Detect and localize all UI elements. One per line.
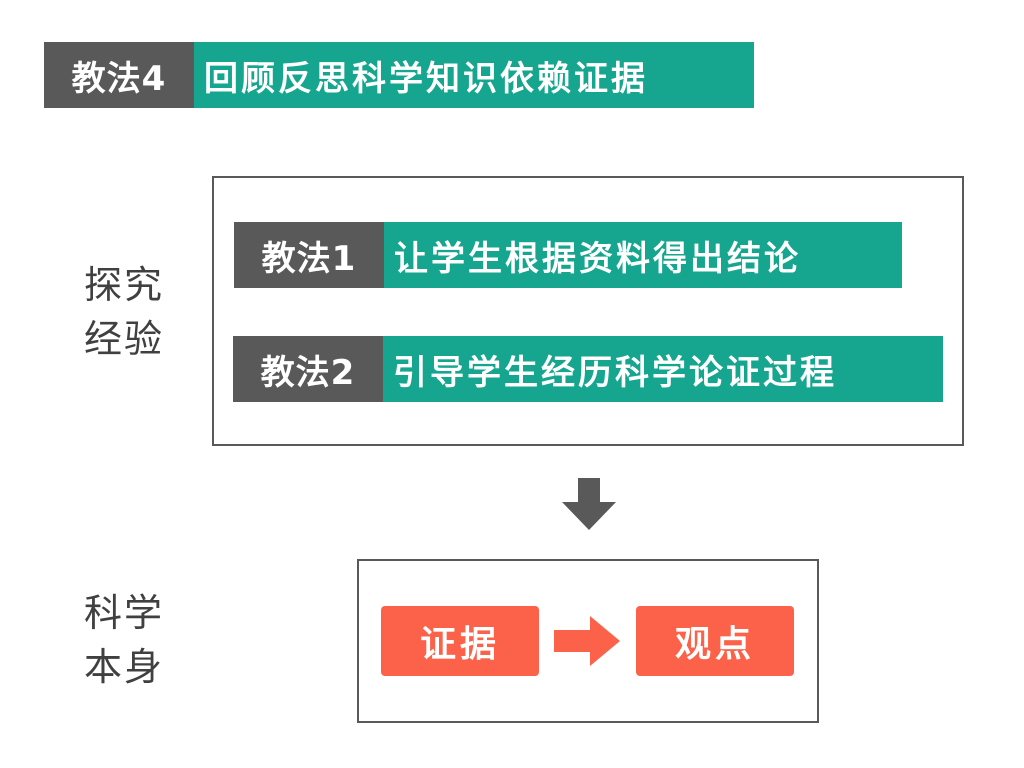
method-2-tag: 教法2 [233, 336, 383, 402]
method-4-tag: 教法4 [44, 42, 194, 108]
exploration-frame [212, 176, 964, 446]
method-2-text: 引导学生经历科学论证过程 [383, 336, 943, 402]
method-1-banner: 教法1 让学生根据资料得出结论 [234, 222, 902, 288]
science-label: 科学 本身 [76, 586, 172, 694]
evidence-box: 证据 [381, 606, 539, 676]
method-1-text: 让学生根据资料得出结论 [384, 222, 902, 288]
science-label-line2: 本身 [83, 645, 164, 689]
science-label-line1: 科学 [83, 591, 164, 635]
exploration-label: 探究 经验 [76, 258, 172, 366]
right-arrow-icon [554, 616, 620, 666]
method-1-tag: 教法1 [234, 222, 384, 288]
viewpoint-box: 观点 [636, 606, 794, 676]
method-2-banner: 教法2 引导学生经历科学论证过程 [233, 336, 943, 402]
method-4-banner: 教法4 回顾反思科学知识依赖证据 [44, 42, 754, 108]
method-4-text: 回顾反思科学知识依赖证据 [194, 42, 754, 108]
down-arrow-icon [562, 478, 616, 530]
exploration-label-line2: 经验 [83, 317, 164, 361]
exploration-label-line1: 探究 [83, 263, 164, 307]
science-frame [357, 559, 819, 723]
